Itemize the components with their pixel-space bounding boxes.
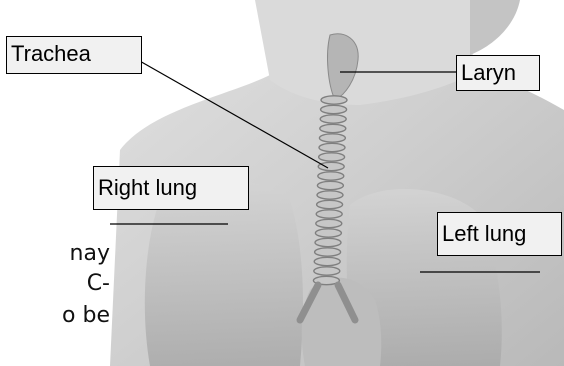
chin-shape (470, 0, 520, 55)
background-text-line-3: o be (0, 300, 110, 332)
trachea-ring (320, 124, 346, 132)
trachea-ring (317, 181, 343, 189)
trachea-ring (317, 191, 343, 199)
trachea-ring (321, 96, 347, 104)
trachea-ring (314, 267, 340, 275)
trachea-ring (318, 162, 344, 170)
trachea-ring (320, 115, 346, 123)
trachea-ring (314, 257, 340, 265)
trachea-ring (315, 248, 341, 256)
trachea-label: Trachea (6, 36, 142, 74)
trachea-ring (315, 229, 341, 237)
trachea-ring (321, 105, 347, 113)
trachea-ring (316, 219, 342, 227)
background-text-line-1: nay (0, 238, 110, 270)
trachea-ring (315, 238, 341, 246)
background-text-line-2: C- (0, 268, 110, 300)
trachea-ring (319, 143, 345, 151)
trachea-ring (318, 172, 344, 180)
trachea-ring (316, 210, 342, 218)
larynx-label: Laryn (456, 55, 540, 91)
left-lung-label: Left lung (437, 212, 562, 256)
trachea-ring (319, 153, 345, 161)
right-lung-label: Right lung (93, 166, 249, 210)
trachea-ring (319, 134, 345, 142)
trachea-ring (317, 200, 343, 208)
